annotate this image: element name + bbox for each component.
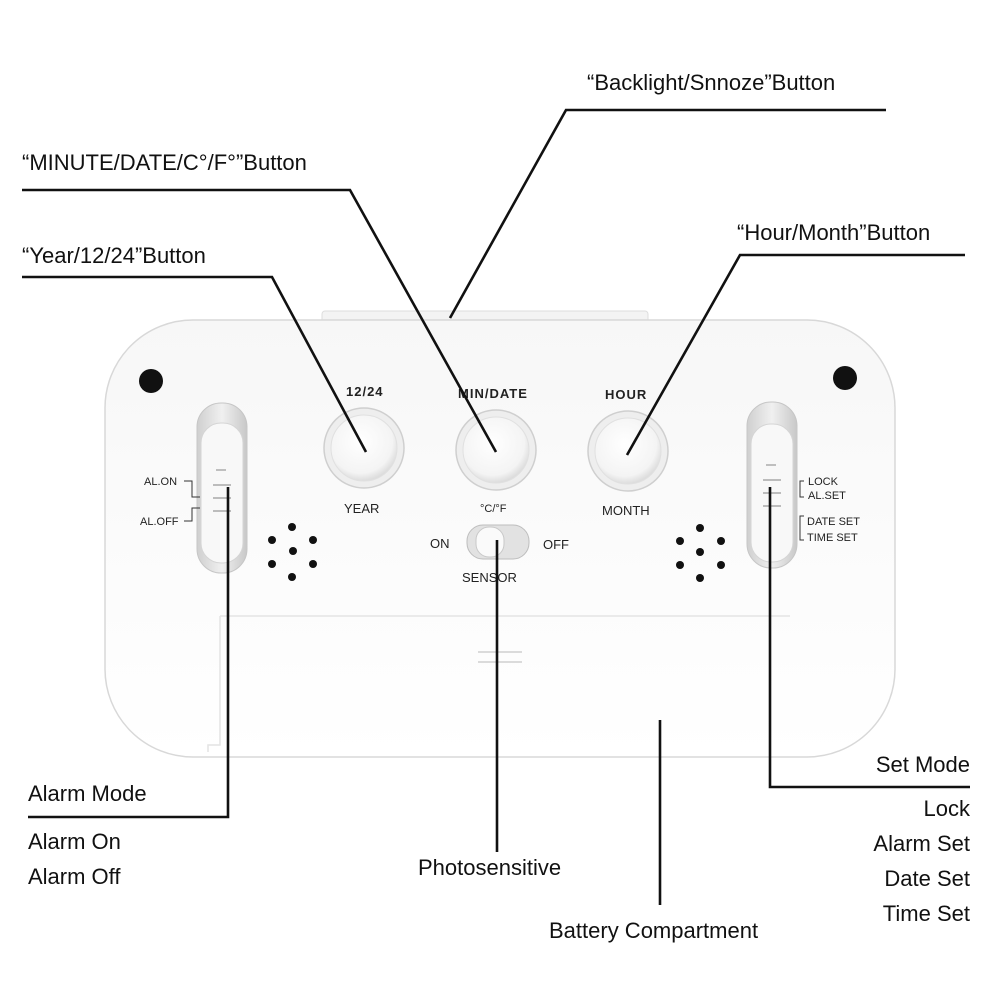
speaker-grille-left [268, 523, 317, 581]
leader-hour [625, 253, 965, 456]
photosensitive-callout: Photosensitive [418, 855, 561, 880]
set-mode-callout: Set Mode [876, 752, 970, 777]
btn-1224-bottom-label: YEAR [344, 501, 379, 516]
btn-min-bottom-label: °C/°F [480, 503, 507, 515]
battery-compartment [207, 615, 790, 752]
date-set-callout: Date Set [884, 866, 970, 891]
leader-year [22, 275, 368, 453]
time-set-callout: Time Set [883, 901, 970, 926]
alarm-mode-slider[interactable] [196, 402, 248, 574]
backlight-callout: “Backlight/Snnoze”Button [587, 70, 835, 95]
battery-callout: Battery Compartment [549, 918, 758, 943]
dateset-small-label: DATE SET [807, 516, 860, 528]
lock-small-label: LOCK [808, 476, 839, 488]
lock-alset-bracket [799, 480, 804, 498]
sensor-on-label: ON [430, 536, 450, 551]
hour-callout: “Hour/Month”Button [737, 220, 930, 245]
alset-small-label: AL.SET [808, 490, 846, 502]
mount-hole-left [139, 369, 163, 393]
alarm-off-callout: Alarm Off [28, 864, 121, 889]
al-off-bracket [184, 507, 200, 522]
leader-alarm-mode [28, 487, 230, 819]
btn-min-top-label: MIN/DATE [458, 386, 528, 401]
btn-1224-top-label: 12/24 [346, 384, 384, 399]
btn-hour-top-label: HOUR [605, 387, 647, 402]
al-on-bracket [184, 480, 200, 498]
dateset-timeset-bracket [799, 515, 804, 541]
set-mode-slider[interactable] [746, 401, 798, 569]
alarm-on-callout: Alarm On [28, 829, 121, 854]
al-off-label: AL.OFF [140, 516, 179, 528]
mount-hole-right [833, 366, 857, 390]
year-callout: “Year/12/24”Button [22, 243, 206, 268]
lock-callout: Lock [924, 796, 971, 821]
leader-minute-date [22, 188, 498, 453]
minute-date-callout: “MINUTE/DATE/C°/F°”Button [22, 150, 307, 175]
btn-hour-bottom-label: MONTH [602, 503, 650, 518]
speaker-grille-right [676, 524, 725, 582]
sensor-off-label: OFF [543, 537, 569, 552]
timeset-small-label: TIME SET [807, 532, 858, 544]
leader-set-mode [768, 487, 970, 789]
alarm-mode-callout: Alarm Mode [28, 781, 147, 806]
leader-backlight [448, 108, 886, 319]
alarm-set-callout: Alarm Set [873, 831, 970, 856]
sensor-label: SENSOR [462, 570, 517, 585]
al-on-label: AL.ON [144, 476, 177, 488]
